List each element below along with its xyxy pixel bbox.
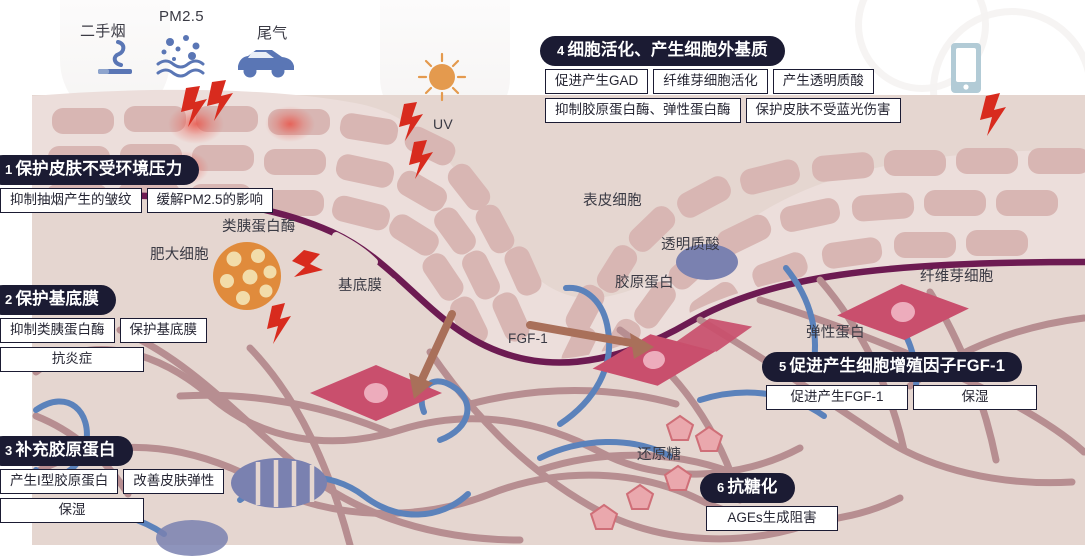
group-3-chip-0[interactable]: 产生I型胶原蛋白	[0, 468, 119, 495]
group-2-number: 2	[5, 292, 13, 307]
stress-lightning-bolts	[181, 80, 1006, 344]
group-4-chip-2[interactable]: 产生透明质酸	[772, 68, 874, 95]
sun-icon	[417, 52, 467, 102]
group-3-chip-1[interactable]: 改善皮肤弹性	[123, 468, 225, 495]
group-2-chips: 抑制类胰蛋白酶 保护基底膜 抗炎症	[0, 317, 207, 373]
env-label-uv: UV	[433, 116, 454, 132]
annotation-mast-cell: 肥大细胞	[150, 247, 209, 263]
annotation-collagen: 胶原蛋白	[615, 275, 674, 291]
group-2-row-1: 抗炎症	[0, 347, 207, 373]
group-6-title: 抗糖化	[727, 478, 778, 496]
cigarette-icon	[98, 40, 132, 74]
group-4-chip-3[interactable]: 抑制胶原蛋白酶、弹性蛋白酶	[545, 98, 741, 124]
hyaluronic-acid-striped	[231, 458, 327, 508]
group-6-number: 6	[717, 480, 725, 495]
env-label-pm25: PM2.5	[159, 8, 204, 25]
group-4-title: 细胞活化、产生细胞外基质	[567, 41, 768, 59]
hyaluronic-acid-blob	[676, 244, 738, 280]
group-4-chip-4[interactable]: 保护皮肤不受蓝光伤害	[745, 98, 901, 124]
group-3-row-1: 保湿	[0, 498, 224, 524]
reducing-sugar-molecules	[589, 414, 724, 530]
group-5-number: 5	[779, 359, 787, 374]
group-4-row-1: 抑制胶原蛋白酶、弹性蛋白酶 保护皮肤不受蓝光伤害	[545, 98, 901, 124]
group-1-chips: 抑制抽烟产生的皱纹 缓解PM2.5的影响	[0, 187, 274, 214]
annotation-fgf1: FGF-1	[508, 331, 548, 346]
env-label-exhaust: 尾气	[257, 25, 288, 42]
fgf1-arrows	[414, 310, 647, 392]
group-5-title: 促进产生细胞增殖因子FGF-1	[789, 357, 1006, 375]
group-4-number: 4	[557, 43, 565, 58]
group-1-chip-0[interactable]: 抑制抽烟产生的皱纹	[0, 187, 142, 214]
group-1-row-0: 抑制抽烟产生的皱纹 缓解PM2.5的影响	[0, 187, 274, 214]
group-1-title: 保护皮肤不受环境压力	[15, 160, 183, 178]
group-5-chips: 促进产生FGF-1 保湿	[762, 384, 1037, 411]
group-4-chip-1[interactable]: 纤维芽细胞活化	[653, 68, 768, 95]
annotation-fibroblast: 纤维芽细胞	[920, 269, 994, 285]
group-2-chip-0[interactable]: 抑制类胰蛋白酶	[0, 317, 115, 344]
annotation-tryptase: 类胰蛋白酶	[222, 219, 296, 235]
group-6-chip-0[interactable]: AGEs生成阻害	[706, 505, 838, 532]
group-5-chip-1[interactable]: 保湿	[913, 384, 1037, 411]
group-2-row-0: 抑制类胰蛋白酶 保护基底膜	[0, 317, 207, 344]
group-6-chips: AGEs生成阻害	[700, 505, 838, 532]
particulate-icon	[156, 35, 205, 78]
group-5-chip-0[interactable]: 促进产生FGF-1	[766, 384, 908, 411]
group-3-number: 3	[5, 443, 13, 458]
group-3-chips: 产生I型胶原蛋白 改善皮肤弹性 保湿	[0, 468, 225, 524]
group-2-chip-1[interactable]: 保护基底膜	[119, 317, 207, 344]
fibroblast-cells	[310, 284, 969, 421]
group-5-row-0: 促进产生FGF-1 保湿	[766, 384, 1037, 411]
annotation-epidermal-cell: 表皮细胞	[583, 193, 642, 209]
group-1-chip-1[interactable]: 缓解PM2.5的影响	[146, 187, 274, 214]
group-3-chip-2[interactable]: 保湿	[0, 498, 144, 524]
group-3-row-0: 产生I型胶原蛋白 改善皮肤弹性	[0, 468, 225, 495]
group-4-chips: 促进产生GAD 纤维芽细胞活化 产生透明质酸 抑制胶原蛋白酶、弹性蛋白酶 保护皮…	[540, 68, 901, 124]
group-3-title: 补充胶原蛋白	[15, 441, 116, 459]
annotation-hyaluronic-acid: 透明质酸	[661, 237, 720, 253]
car-exhaust-icon	[238, 50, 294, 78]
group-4-row-0: 促进产生GAD 纤维芽细胞活化 产生透明质酸	[545, 68, 901, 95]
group-2-title: 保护基底膜	[15, 290, 99, 308]
mast-cell-shape	[213, 242, 281, 310]
annotation-basement-membrane: 基底膜	[338, 278, 383, 294]
annotation-reducing-sugar: 还原糖	[637, 447, 682, 463]
annotation-elastin: 弹性蛋白	[806, 325, 865, 341]
group-2-chip-2[interactable]: 抗炎症	[0, 347, 144, 373]
group-4-chip-0[interactable]: 促进产生GAD	[545, 68, 649, 95]
smartphone-bluelight-icon	[951, 43, 981, 93]
group-6-row-0: AGEs生成阻害	[706, 505, 838, 532]
group-1-number: 1	[5, 162, 13, 177]
env-label-secondhand-smoke: 二手烟	[80, 23, 126, 40]
